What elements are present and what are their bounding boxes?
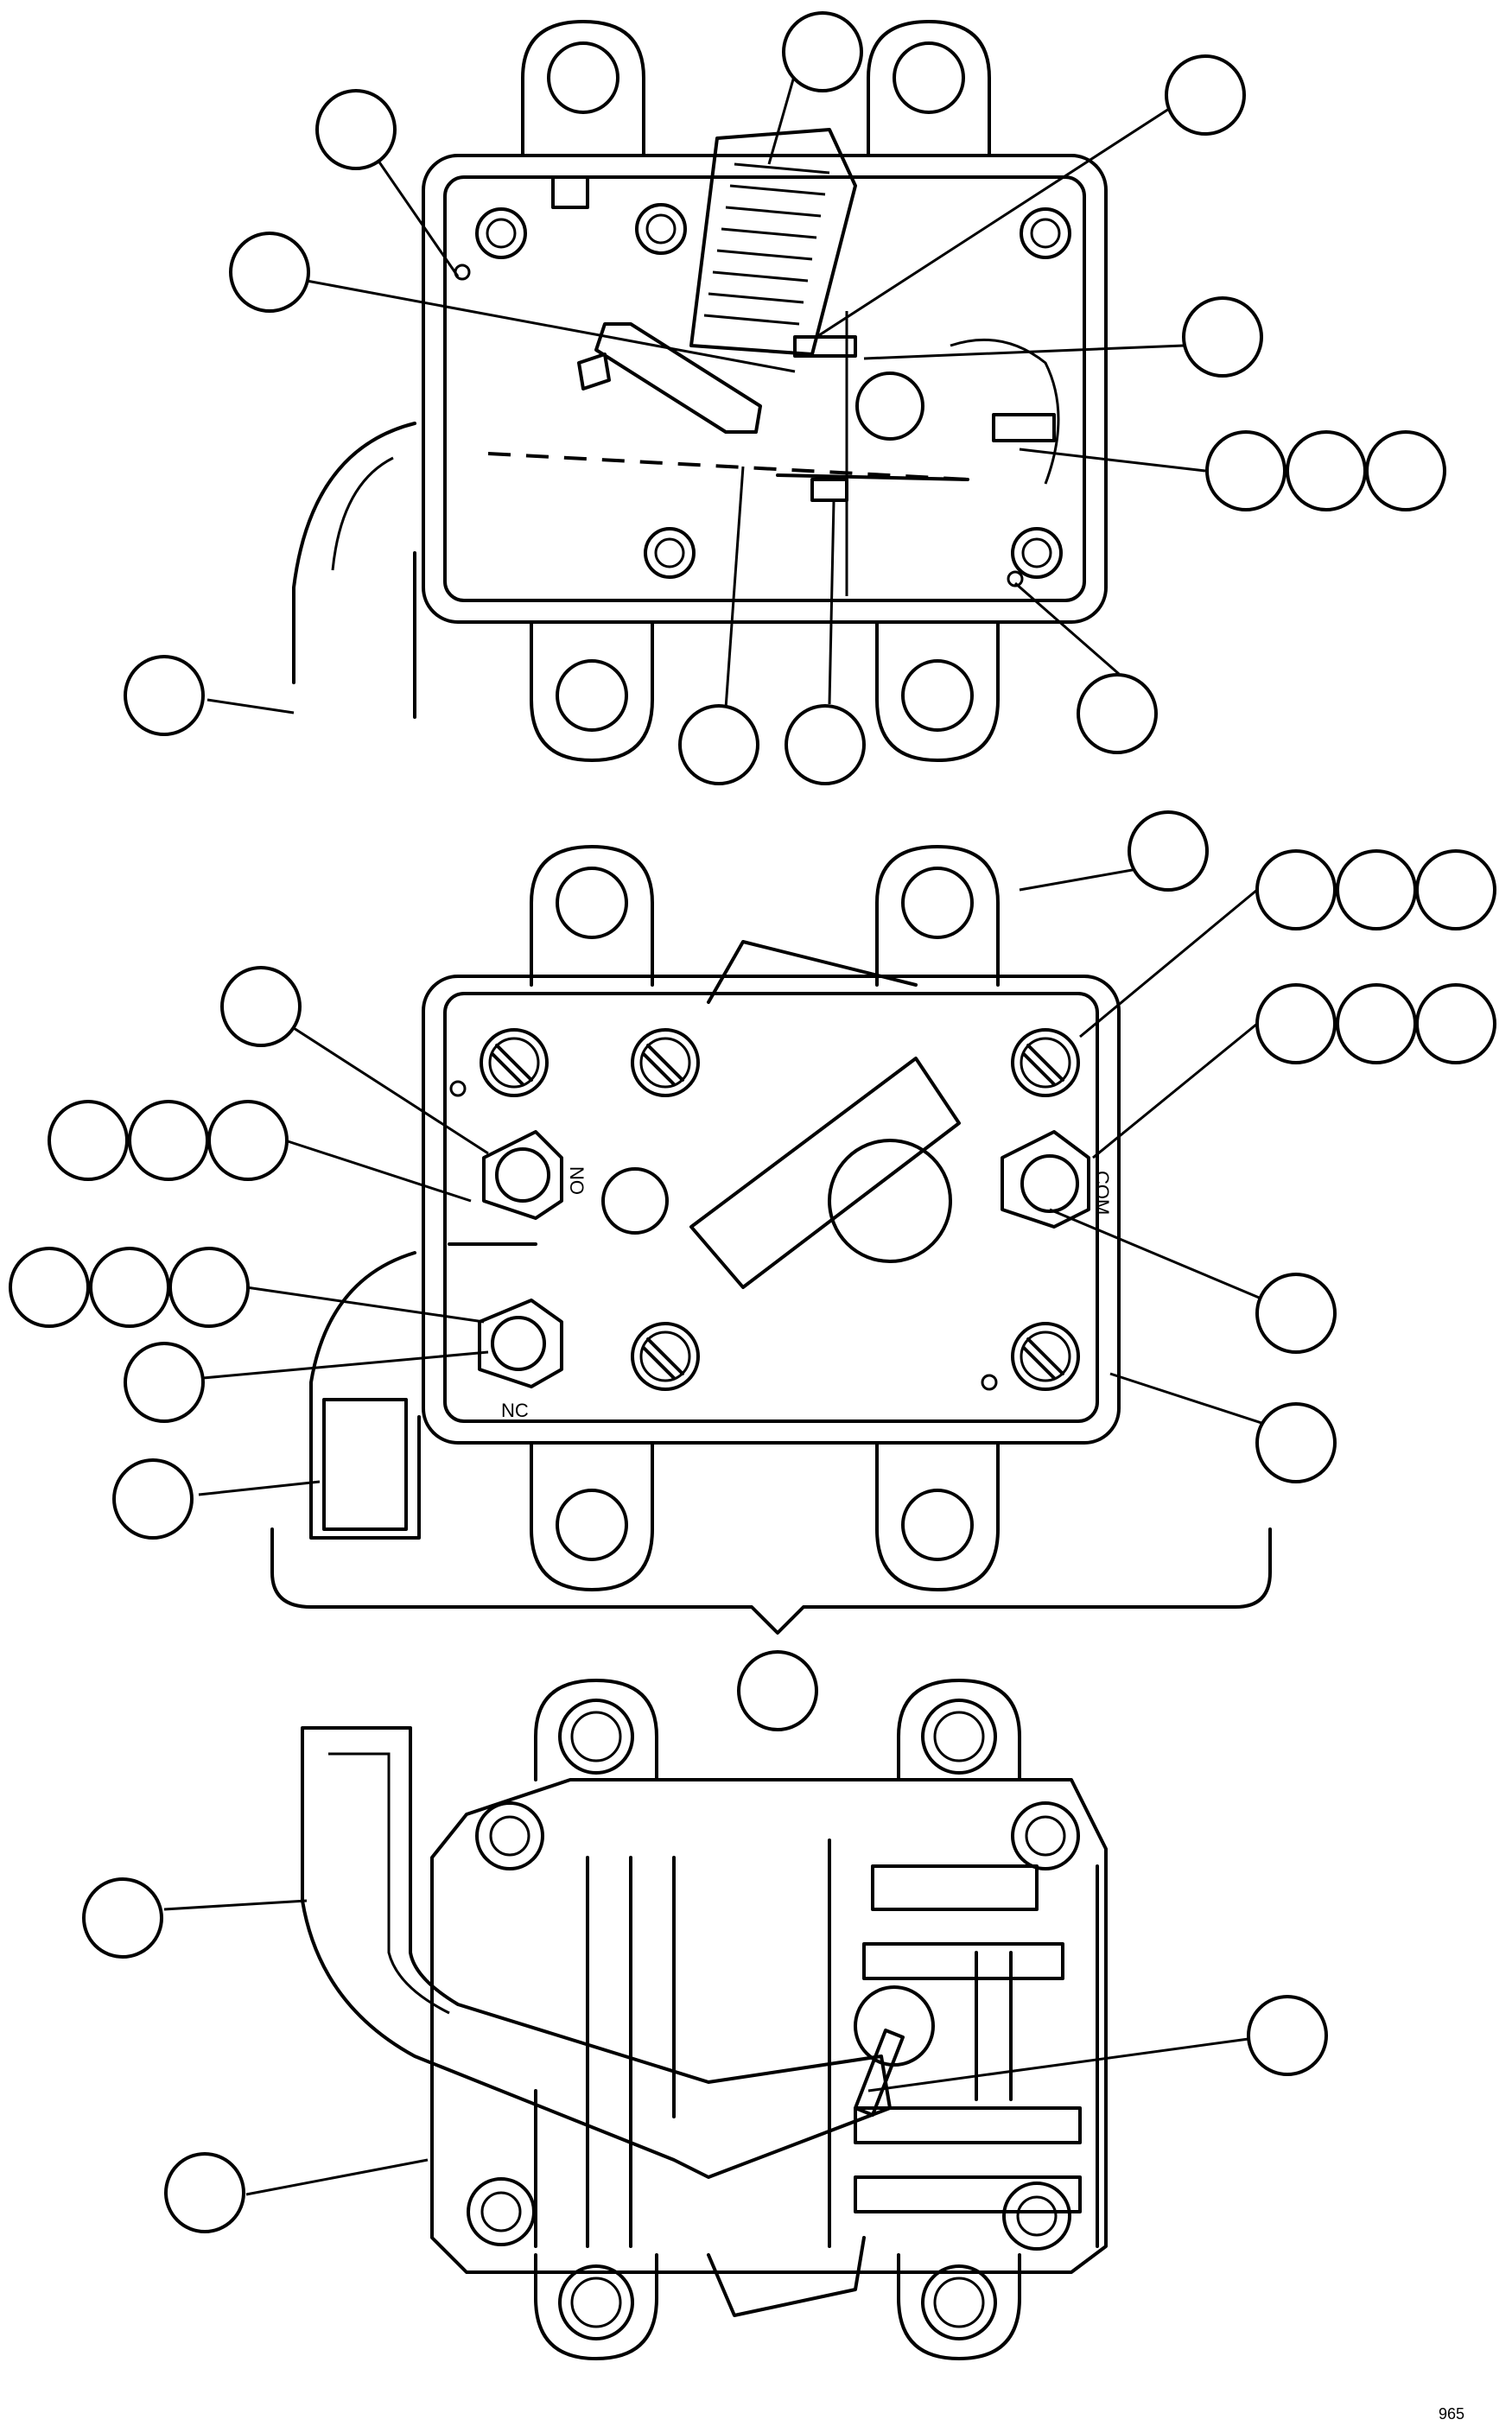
callout-bubble [164,2152,245,2233]
terminal-screw [1011,1028,1080,1097]
callout-bubble [220,966,302,1047]
callout-bubble [1165,54,1246,136]
callout-bubble [124,1342,205,1423]
callout-bubble [112,1458,194,1540]
callout-bubble [1336,849,1417,930]
callout-bubble [128,1100,209,1181]
assembly-brace [270,1527,1272,1635]
callout-bubble [1247,1995,1328,2076]
callout-bubble [1128,810,1209,892]
terminal-label-no: NO [566,1166,588,1195]
callout-bubble [1286,430,1367,511]
callout-bubble [229,232,310,313]
callout-bubble [168,1247,250,1328]
callout-bubble [82,1877,163,1959]
middle-switch-view: NO COM NC [309,845,1121,1591]
callout-bubble [1255,1273,1337,1354]
callout-bubble [1415,983,1496,1064]
callout-bubble [1205,430,1286,511]
callout-bubble [1255,849,1337,930]
callout-bubble [124,655,205,736]
terminal-screw [480,1028,549,1097]
callout-bubble [1365,430,1446,511]
figure-code: 965 [1439,2405,1464,2423]
callout-bubble [737,1650,818,1731]
callouts [9,11,1496,2233]
terminal-screw [631,1322,700,1391]
callout-bubble [1182,296,1263,378]
terminal-nc [478,1299,563,1388]
terminal-label-com: COM [1091,1171,1113,1215]
terminal-screw [631,1028,700,1097]
bottom-switch-view [301,1679,1108,2360]
callout-bubble [48,1100,129,1181]
callout-bubble [1415,849,1496,930]
terminal-screw [1011,1322,1080,1391]
callout-bubble [1336,983,1417,1064]
terminal-com [1001,1130,1090,1229]
callout-bubble [785,704,866,785]
callout-bubble [1077,673,1158,754]
callout-bubble [678,704,759,785]
callout-bubble [1255,983,1337,1064]
terminal-no [482,1130,563,1220]
terminal-label-nc: NC [501,1400,529,1421]
callout-bubble [207,1100,289,1181]
callout-bubble [89,1247,170,1328]
callout-bubble [782,11,863,92]
callout-bubble [315,89,397,170]
top-switch-view [292,20,1108,762]
callout-bubble [1255,1402,1337,1483]
callout-bubble [9,1247,90,1328]
